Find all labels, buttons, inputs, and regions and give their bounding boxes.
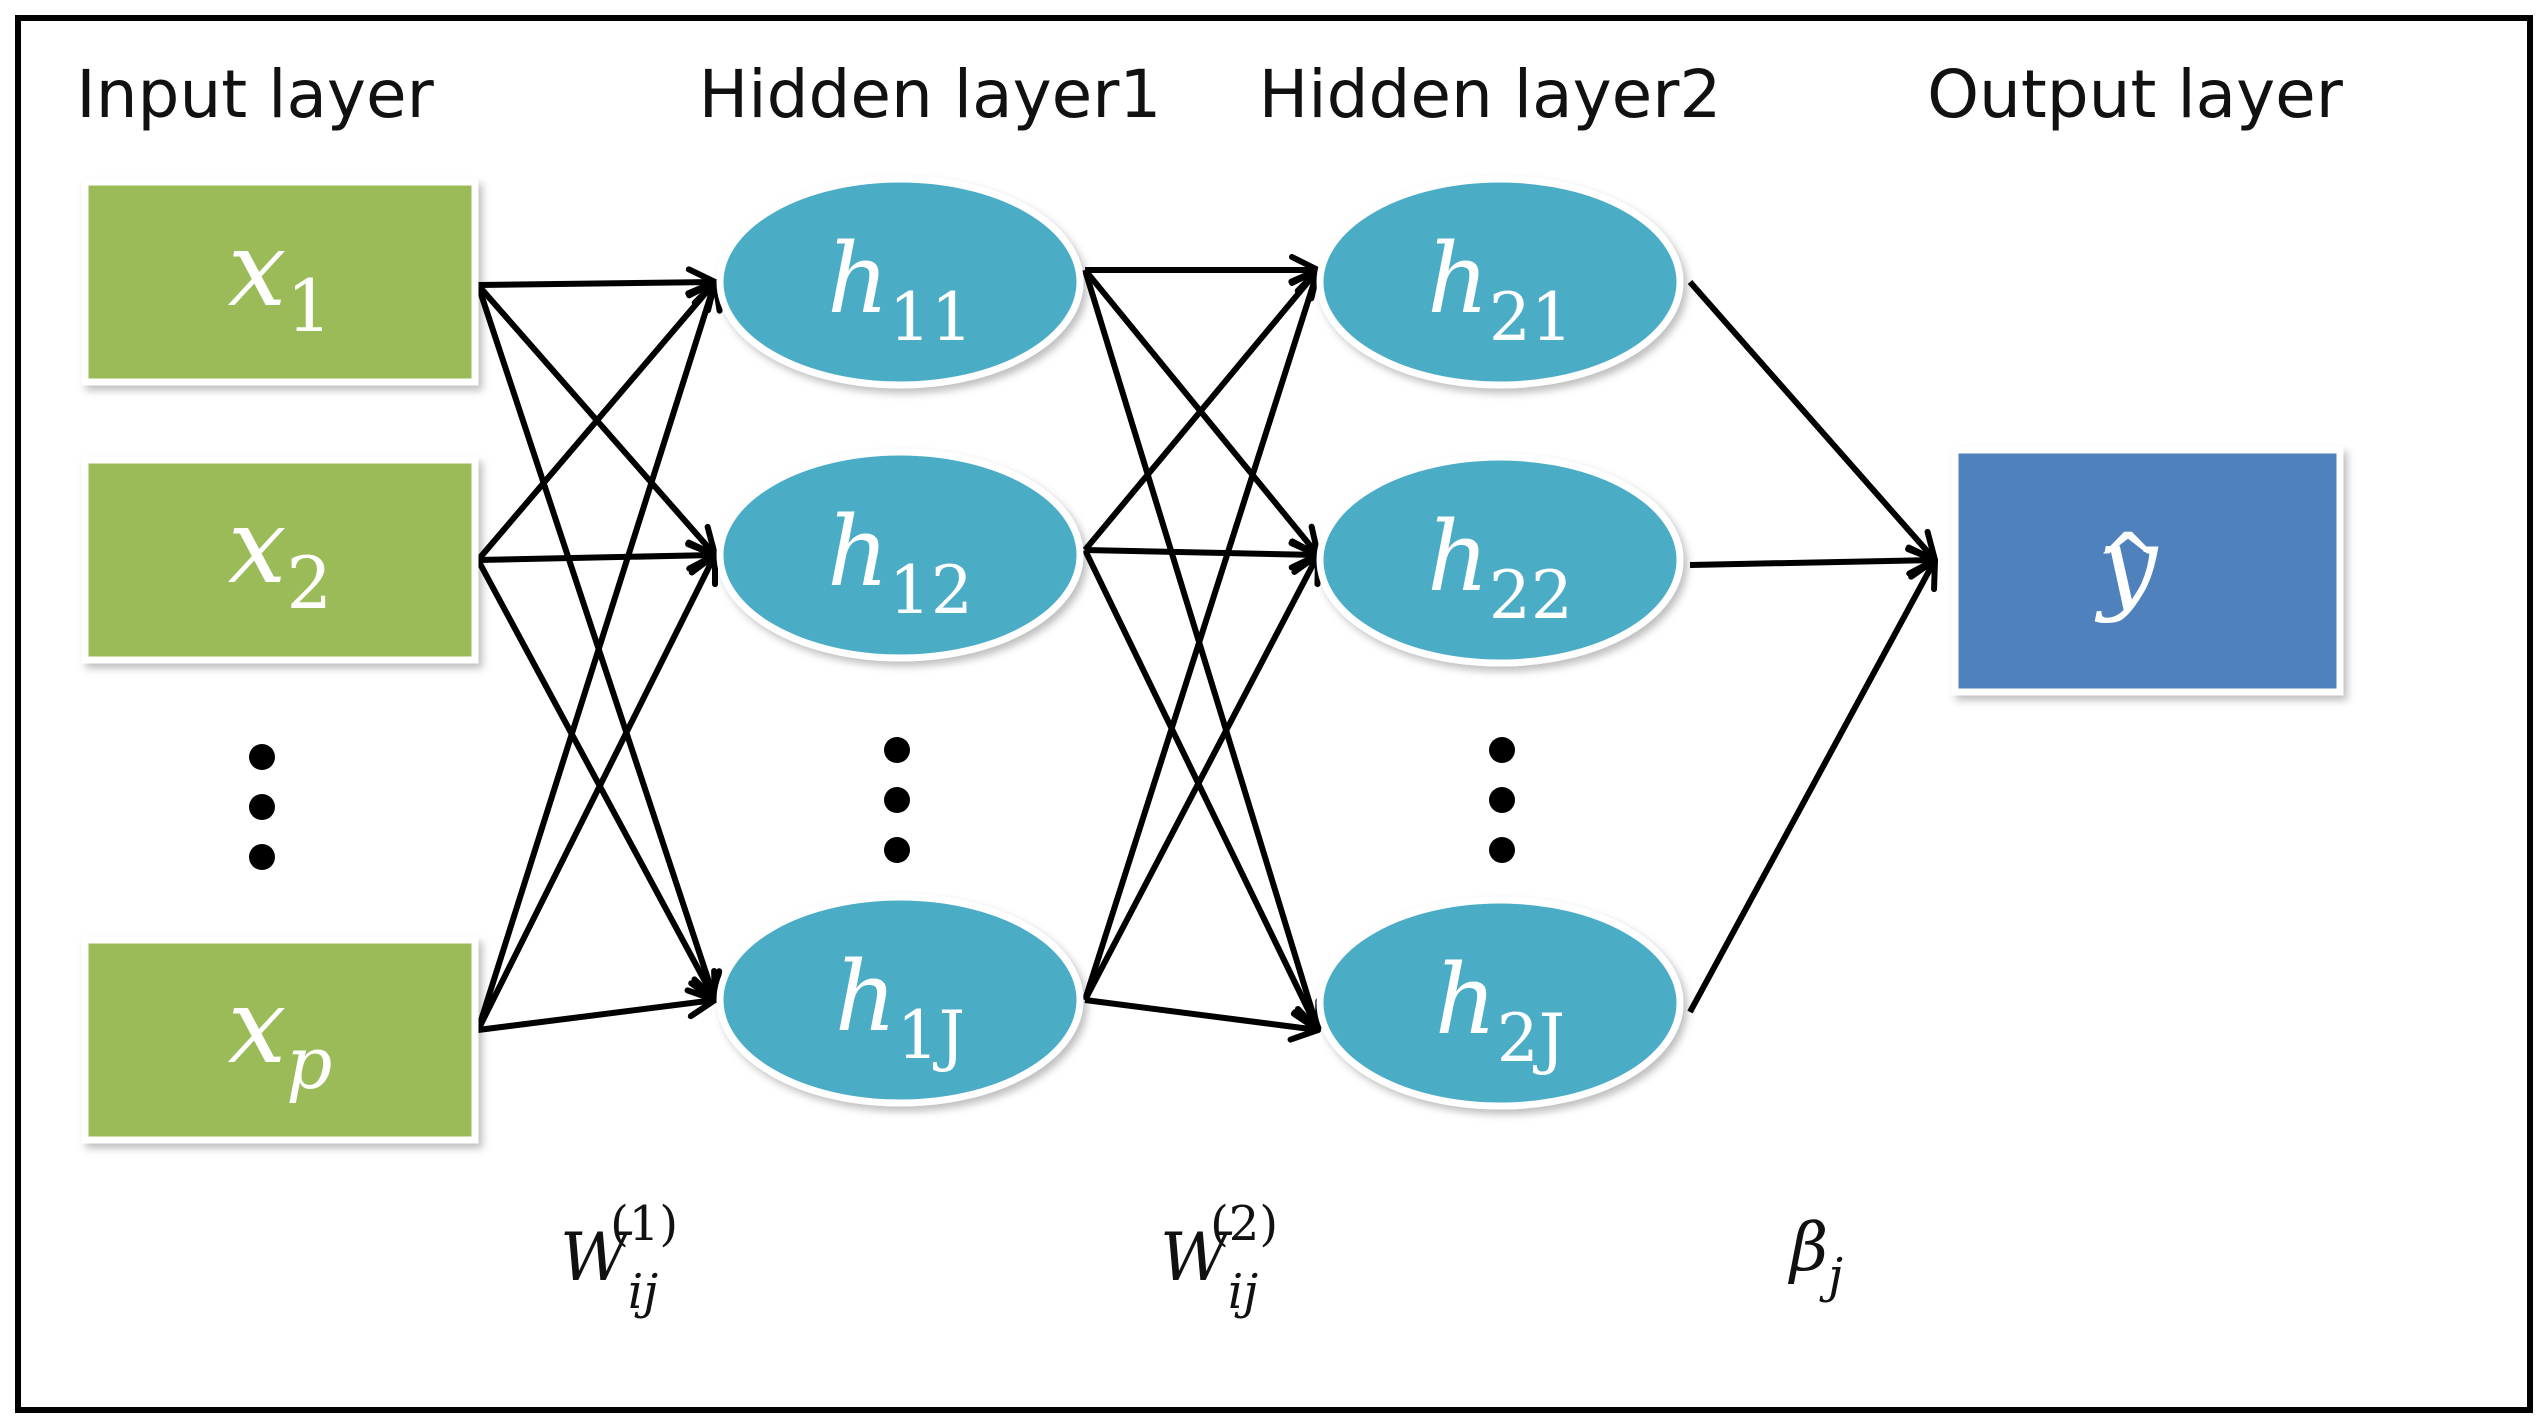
arrow-input-2-to-h1-1 bbox=[475, 552, 719, 1032]
arrow-input-1-to-h1-2 bbox=[475, 558, 718, 1003]
hidden2-ellipsis bbox=[1489, 737, 1515, 863]
hidden-node-shape bbox=[1316, 896, 1684, 1110]
hidden2-node-2J: h2J bbox=[1316, 896, 1684, 1110]
arrow-h1-2-to-h2-0 bbox=[1082, 267, 1326, 1001]
input-node-box bbox=[81, 456, 479, 664]
hidden-layer1-title: Hidden layer1 bbox=[699, 56, 1162, 133]
hidden1-node-11: h11 bbox=[716, 175, 1084, 389]
hidden1-node-12: h12 bbox=[716, 448, 1084, 662]
arrow-h2-2-to-output bbox=[1687, 557, 1938, 1014]
hidden1-node-1J: h1J bbox=[716, 893, 1084, 1107]
hidden-node-shape bbox=[1316, 175, 1684, 389]
input-layer-title: Input layer bbox=[76, 56, 434, 133]
arrow-input-1-to-h1-1 bbox=[477, 539, 718, 572]
arrow-h1-2-to-h2-2 bbox=[1084, 997, 1321, 1043]
input-node-1: x1 bbox=[81, 178, 479, 386]
arrow-h1-1-to-h2-1 bbox=[1084, 538, 1321, 571]
input-ellipsis bbox=[249, 744, 275, 870]
arrow-h1-1-to-h2-0 bbox=[1082, 267, 1321, 552]
hidden-node-shape bbox=[716, 175, 1084, 389]
arrow-h1-2-to-h2-1 bbox=[1082, 552, 1321, 1002]
hidden-node-shape bbox=[716, 448, 1084, 662]
hidden-node-label: h11 bbox=[827, 223, 973, 356]
hidden2-node-21: h21 bbox=[1316, 175, 1684, 389]
output-layer-title: Output layer bbox=[1927, 56, 2344, 133]
input-node-label: x2 bbox=[228, 485, 332, 625]
hidden2-node-22: h22 bbox=[1316, 453, 1684, 667]
arrow-h2-1-to-output bbox=[1689, 544, 1938, 577]
input-node-label: xp bbox=[228, 965, 333, 1105]
input-node-box bbox=[81, 178, 479, 386]
arrow-h1-0-to-h2-2 bbox=[1082, 269, 1326, 1033]
input-node-label: x1 bbox=[228, 208, 332, 348]
output-node-hat: ^ bbox=[2094, 516, 2161, 609]
arrow-input-0-to-h1-2 bbox=[475, 284, 723, 1003]
hidden-node-label: h22 bbox=[1427, 501, 1573, 634]
connections bbox=[475, 254, 1938, 1043]
input-node-2: x2 bbox=[81, 456, 479, 664]
hidden-node-label: h21 bbox=[1427, 223, 1573, 356]
hidden-node-label: h12 bbox=[827, 496, 973, 629]
arrow-input-0-to-h1-0 bbox=[477, 266, 718, 299]
arrow-input-1-to-h1-0 bbox=[475, 279, 718, 562]
hidden-node-label: h2J bbox=[1435, 944, 1565, 1077]
hidden1-ellipsis bbox=[884, 737, 910, 863]
hidden-node-shape bbox=[716, 893, 1084, 1107]
output-node-box bbox=[1951, 446, 2344, 696]
input-node-box bbox=[81, 936, 479, 1144]
arrow-input-2-to-h1-2 bbox=[477, 987, 718, 1033]
arrow-h1-1-to-h2-2 bbox=[1082, 548, 1322, 1033]
hidden-layer2-title: Hidden layer2 bbox=[1259, 56, 1722, 133]
weight-label-w1: Wij(1) bbox=[560, 1196, 678, 1320]
hidden-node-shape bbox=[1316, 453, 1684, 667]
weight-label-beta: βj bbox=[1787, 1209, 1843, 1304]
input-node-p: xp bbox=[81, 936, 479, 1144]
output-node: ^ y bbox=[1951, 446, 2344, 696]
output-node-label: y bbox=[2095, 503, 2159, 625]
arrow-input-2-to-h1-0 bbox=[475, 279, 723, 1031]
arrow-h2-0-to-output bbox=[1687, 280, 1938, 563]
hidden-node-label: h1J bbox=[835, 941, 965, 1074]
weight-label-w2: Wij(2) bbox=[1160, 1196, 1278, 1320]
